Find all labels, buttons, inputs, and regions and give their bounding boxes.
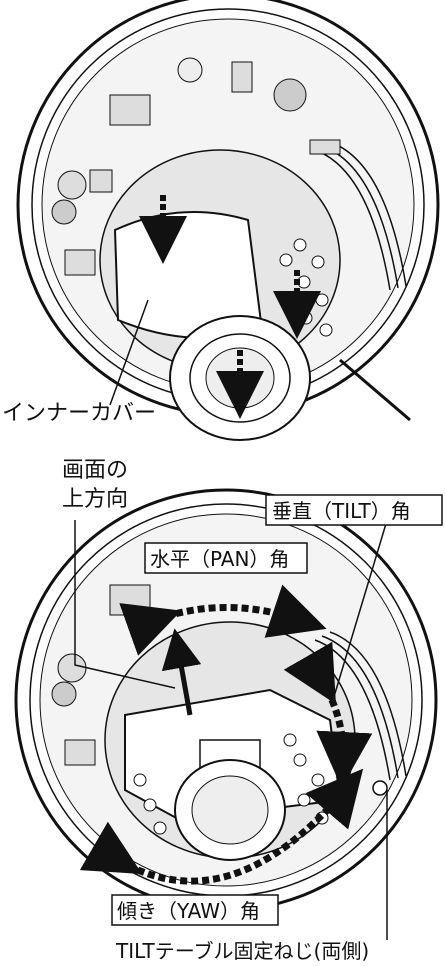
pan-label-box <box>144 542 308 574</box>
screen-up-label-line2: 上方向 <box>62 487 128 512</box>
tilt-leader <box>332 516 389 701</box>
pan-arrow <box>119 584 327 656</box>
screen-up-leader <box>74 520 176 689</box>
tilt-label: 垂直（TILT）角 <box>272 499 411 523</box>
screen-up-arrow <box>161 628 202 716</box>
top-camera-illustration <box>16 0 440 441</box>
tilt-label-box <box>265 494 443 526</box>
screen-up-label-line1: 画面の <box>62 458 128 483</box>
inner-cover-label: インナーカバー <box>2 401 156 426</box>
inner-cover-leader <box>109 299 149 406</box>
yaw-label-box <box>111 894 279 926</box>
pan-label: 水平（PAN）角 <box>150 547 289 571</box>
tilt-screw-label: TILTテーブル固定ねじ(両側) <box>115 939 369 963</box>
yaw-label: 傾き（YAW）角 <box>117 899 260 923</box>
